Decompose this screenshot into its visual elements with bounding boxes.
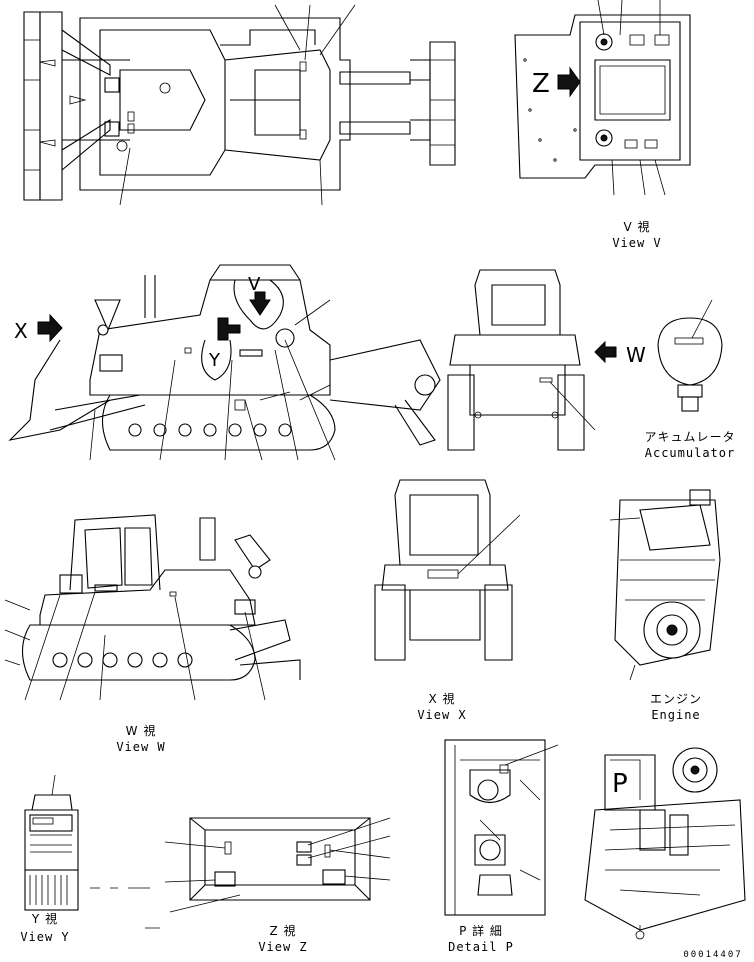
view-z-label-jp: Z 視 (269, 924, 297, 938)
view-y-drawing (24, 774, 160, 929)
engine-label-jp: エンジン (649, 692, 702, 706)
side-view-v-letter: V (248, 274, 261, 295)
drawing-number: 00014407 (683, 950, 743, 960)
view-x-drawing (374, 479, 521, 661)
view-z-drawing (164, 817, 391, 913)
view-y-label-jp: Y 視 (31, 912, 59, 926)
accumulator-label-en: Accumulator (644, 446, 736, 460)
view-z-label-en: View Z (258, 940, 308, 954)
accumulator-drawing (657, 299, 723, 412)
view-w-drawing (4, 514, 301, 701)
rear-view-w-letter: W (626, 343, 646, 367)
dozer-rear-view (447, 269, 617, 451)
view-v-label-en: View V (612, 236, 662, 250)
side-view-y-letter: Y (208, 350, 221, 371)
engine-detail-p-letter: P (612, 769, 628, 799)
engine-detail-drawing (584, 747, 746, 940)
engine-label-en: Engine (651, 708, 701, 722)
dozer-top-view (23, 4, 456, 206)
detail-p-label-jp: P 詳 細 (459, 924, 503, 938)
dozer-side-view (8, 264, 441, 461)
view-w-label-jp: W 視 (125, 724, 157, 738)
view-v-drawing (514, 0, 691, 196)
view-x-label-en: View X (417, 708, 467, 722)
view-v-z-letter: Z (532, 69, 550, 99)
view-x-label-jp: X 視 (428, 692, 456, 706)
view-y-label-en: View Y (20, 930, 70, 944)
detail-p-drawing (444, 739, 559, 916)
view-v-label-jp: V 視 (623, 220, 651, 234)
view-w-label-en: View W (116, 740, 166, 754)
detail-p-label-en: Detail P (448, 940, 514, 954)
engine-drawing (609, 489, 721, 681)
side-view-x-letter: X (14, 319, 28, 343)
accumulator-label-jp: アキュムレータ (644, 430, 736, 444)
